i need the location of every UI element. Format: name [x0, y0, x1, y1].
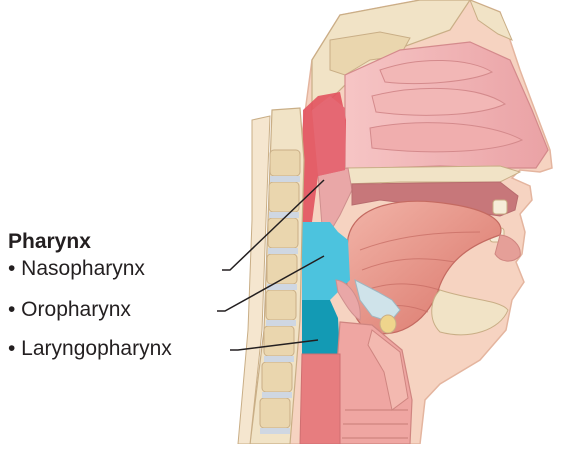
hyoid-tip [380, 315, 396, 333]
nasopharynx-upper [312, 96, 345, 176]
nasopharynx-label: • Nasopharynx [8, 257, 145, 281]
pharynx-title: Pharynx [8, 230, 91, 254]
upper-teeth [493, 200, 507, 214]
esophagus [300, 354, 340, 444]
hard-palate [345, 166, 520, 184]
oropharynx-label: • Oropharynx [8, 298, 131, 322]
laryngopharynx-label: • Laryngopharynx [8, 337, 172, 361]
